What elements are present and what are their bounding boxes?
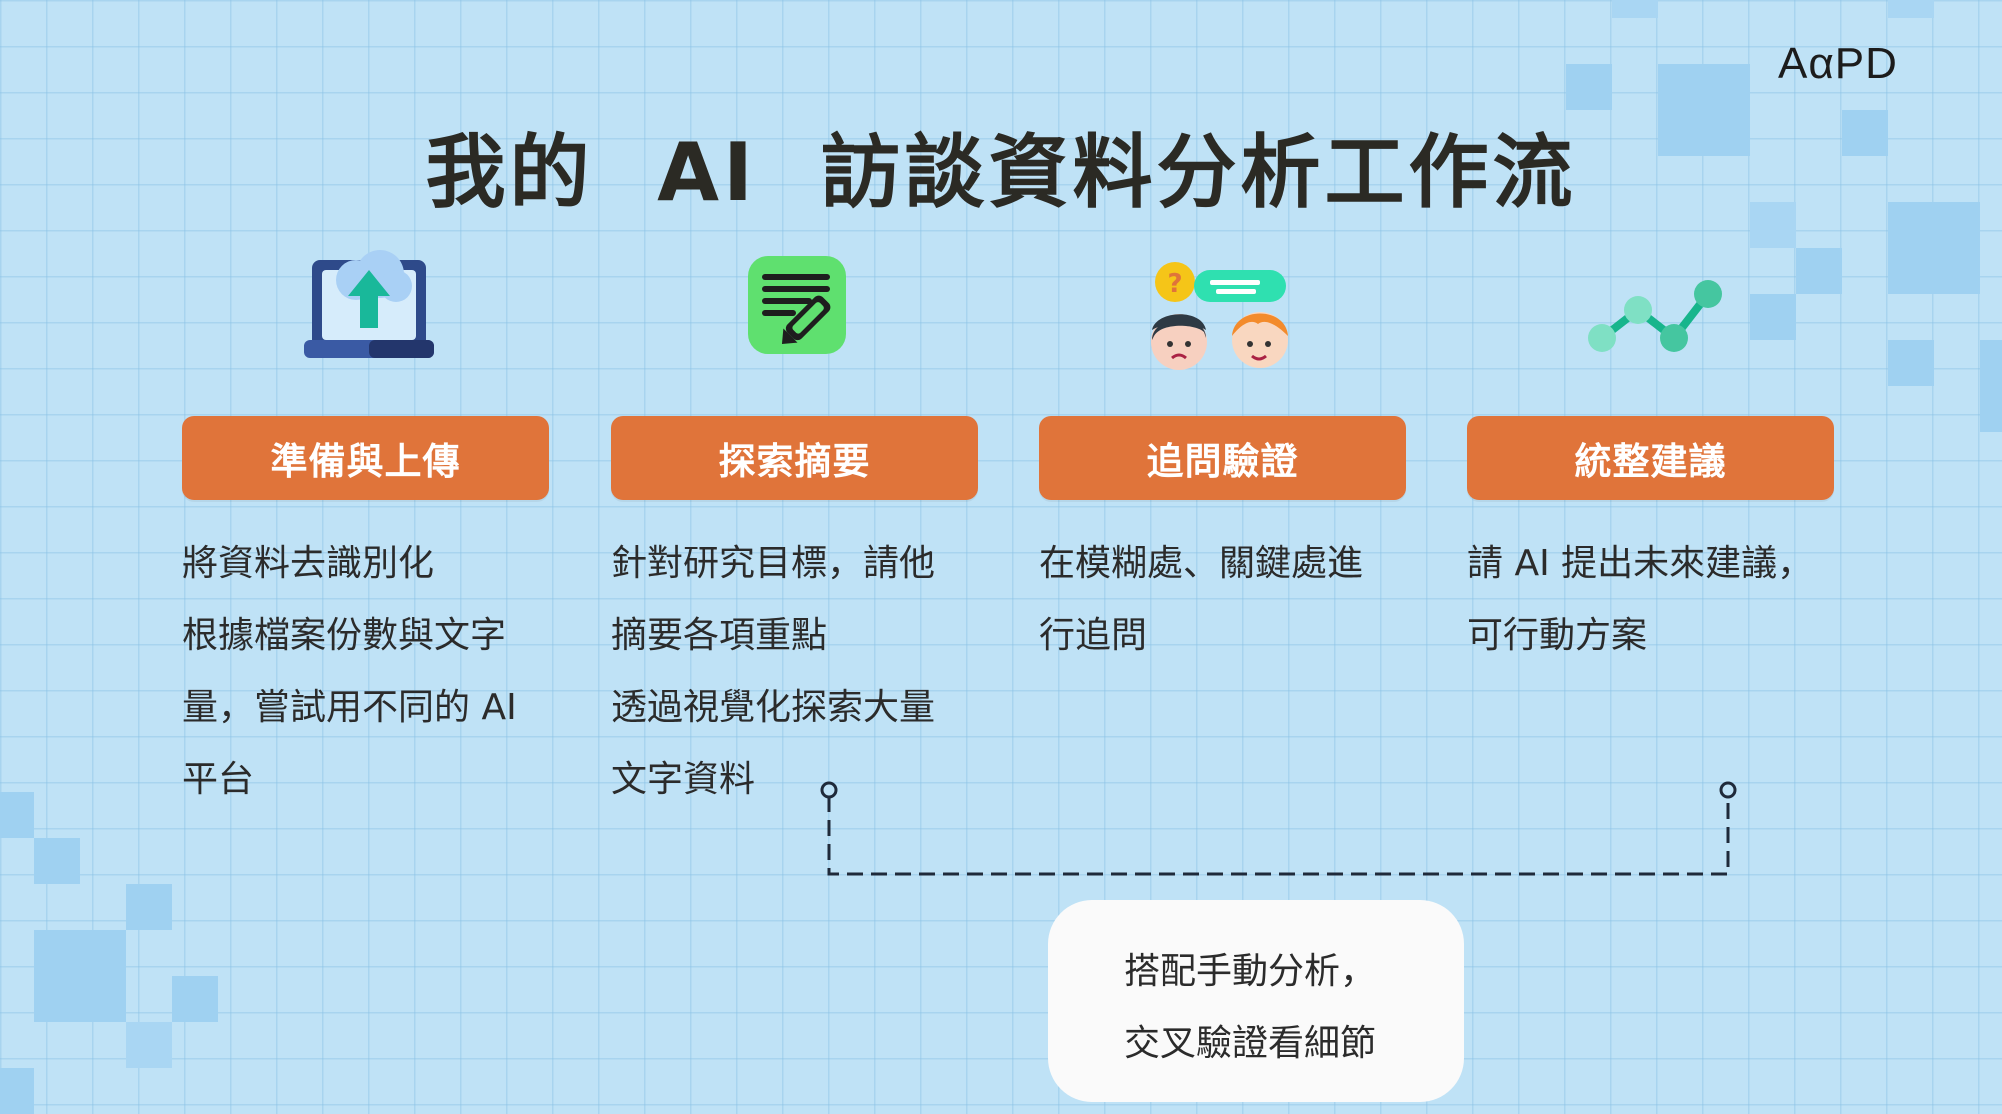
description-line: 平台: [182, 744, 552, 816]
description-line: 可行動方案: [1467, 600, 1837, 672]
bg-square: [1980, 340, 2002, 432]
description-line: 根據檔案份數與文字: [182, 600, 552, 672]
bg-square: [0, 792, 34, 838]
bg-square: [1612, 0, 1658, 18]
description-line: 量，嘗試用不同的 AI: [182, 672, 552, 744]
bg-square: [126, 884, 172, 930]
bg-square: [34, 838, 80, 884]
bg-square: [126, 1022, 172, 1068]
description-line: 將資料去識別化: [182, 528, 552, 600]
step-2-description: 針對研究目標，請他 摘要各項重點 透過視覺化探索大量 文字資料: [611, 528, 981, 816]
description-line: 透過視覺化探索大量: [611, 672, 981, 744]
svg-text:?: ?: [1167, 269, 1182, 299]
description-line: 針對研究目標，請他: [611, 528, 981, 600]
step-2-button[interactable]: 探索摘要: [611, 416, 978, 500]
step-3-button[interactable]: 追問驗證: [1039, 416, 1406, 500]
people-question-icon: ?: [1146, 256, 1292, 376]
note-edit-icon: [746, 254, 848, 356]
description-line: 文字資料: [611, 744, 981, 816]
line-chart-icon: [1586, 274, 1722, 360]
page-title: 我的 AI 訪談資料分析工作流: [0, 128, 2002, 218]
bg-square: [1566, 64, 1612, 110]
note-line: 交叉驗證看細節: [1124, 1008, 1464, 1080]
step-4-description: 請 AI 提出未來建議， 可行動方案: [1467, 528, 1837, 672]
bg-square: [1888, 340, 1934, 386]
bg-square: [1888, 0, 1934, 18]
description-line: 請 AI 提出未來建議，: [1467, 528, 1837, 600]
description-line: 行追問: [1039, 600, 1409, 672]
description-line: 在模糊處、關鍵處進: [1039, 528, 1409, 600]
note-line: 搭配手動分析，: [1124, 936, 1464, 1008]
bg-square: [34, 930, 126, 1022]
brand-logo: AαPD: [1778, 42, 1953, 86]
step-3-description: 在模糊處、關鍵處進 行追問: [1039, 528, 1409, 672]
bg-square: [1750, 294, 1796, 340]
laptop-upload-icon: [304, 240, 434, 370]
bg-square: [0, 1068, 34, 1114]
bg-square: [1796, 248, 1842, 294]
step-1-description: 將資料去識別化 根據檔案份數與文字 量，嘗試用不同的 AI 平台: [182, 528, 552, 816]
step-4-button[interactable]: 統整建議: [1467, 416, 1834, 500]
step-1-button[interactable]: 準備與上傳: [182, 416, 549, 500]
note-card: 搭配手動分析， 交叉驗證看細節: [1048, 900, 1464, 1102]
description-line: 摘要各項重點: [611, 600, 981, 672]
bg-square: [172, 976, 218, 1022]
